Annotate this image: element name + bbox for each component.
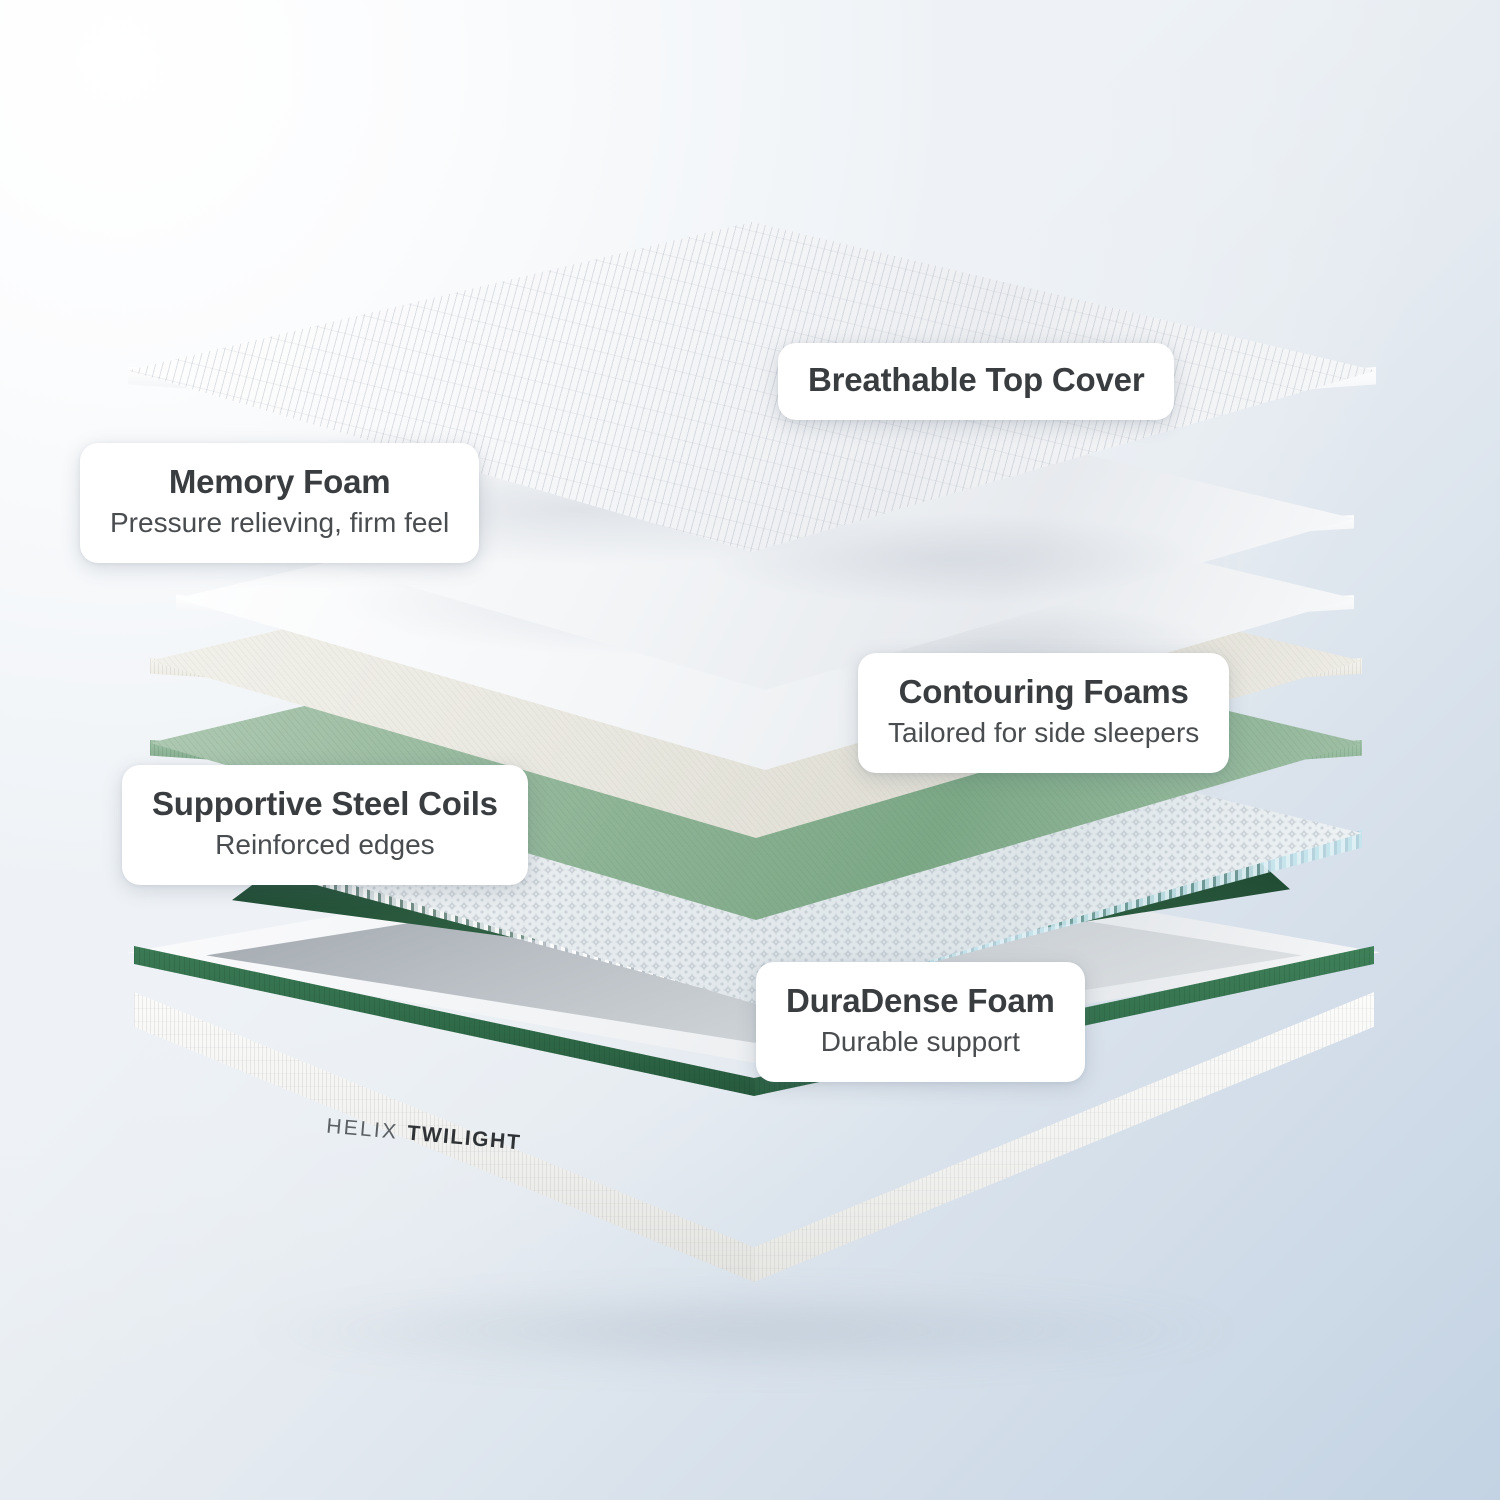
brand-name-model: TWILIGHT [406,1121,523,1155]
callout-breathable-top-cover: Breathable Top Cover [778,343,1175,420]
callout-subtitle: Tailored for side sleepers [888,716,1200,748]
callout-subtitle: Pressure relieving, firm feel [110,506,450,538]
callout-title: Contouring Foams [898,673,1189,710]
callout-subtitle: Reinforced edges [215,828,435,860]
callout-supportive-steel-coils: Supportive Steel Coils Reinforced edges [122,765,528,886]
callout-title: DuraDense Foam [786,982,1055,1019]
callout-contouring-foams: Contouring Foams Tailored for side sleep… [858,653,1230,774]
callout-duradense-foam: DuraDense Foam Durable support [756,962,1085,1083]
callout-title: Supportive Steel Coils [152,785,498,822]
floor-shadow [240,1290,1250,1370]
callout-title: Memory Foam [168,463,391,500]
brand-name-primary: HELIX [325,1114,400,1144]
callout-subtitle: Durable support [820,1025,1020,1057]
callout-memory-foam: Memory Foam Pressure relieving, firm fee… [80,443,480,564]
callout-title: Breathable Top Cover [808,361,1145,398]
